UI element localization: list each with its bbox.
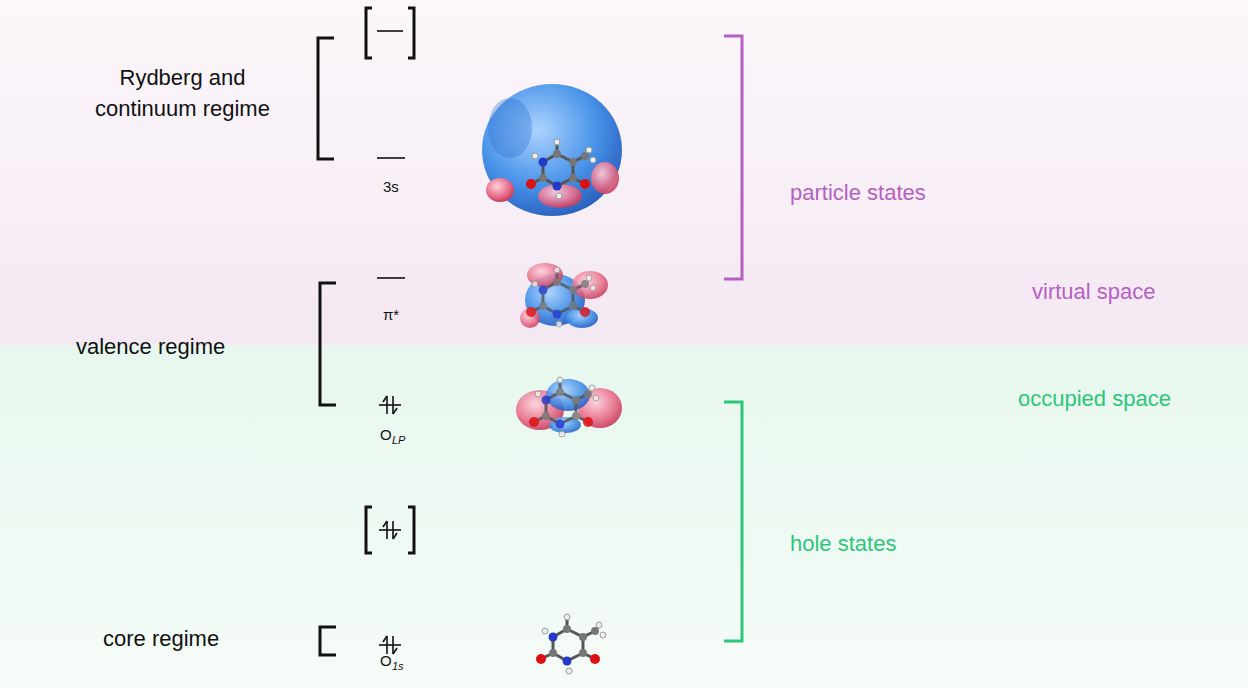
orbital-label: π* [383,306,399,323]
orbital-subscript: 1s [392,660,404,672]
orbital-label: O [380,426,392,443]
state-label: hole states [790,531,896,557]
orbital-subscript: LP [392,434,405,446]
regime-label: Rydberg and continuum regime [80,62,285,124]
space-label: virtual space [1032,279,1156,305]
state-label: particle states [790,180,926,206]
orbital-label: O [380,652,392,669]
space-band: virtual space [0,0,1248,345]
space-label: occupied space [1018,386,1171,412]
regime-label: core regime [103,626,219,652]
orbital-label: 3s [383,178,399,195]
regime-label: valence regime [76,334,225,360]
